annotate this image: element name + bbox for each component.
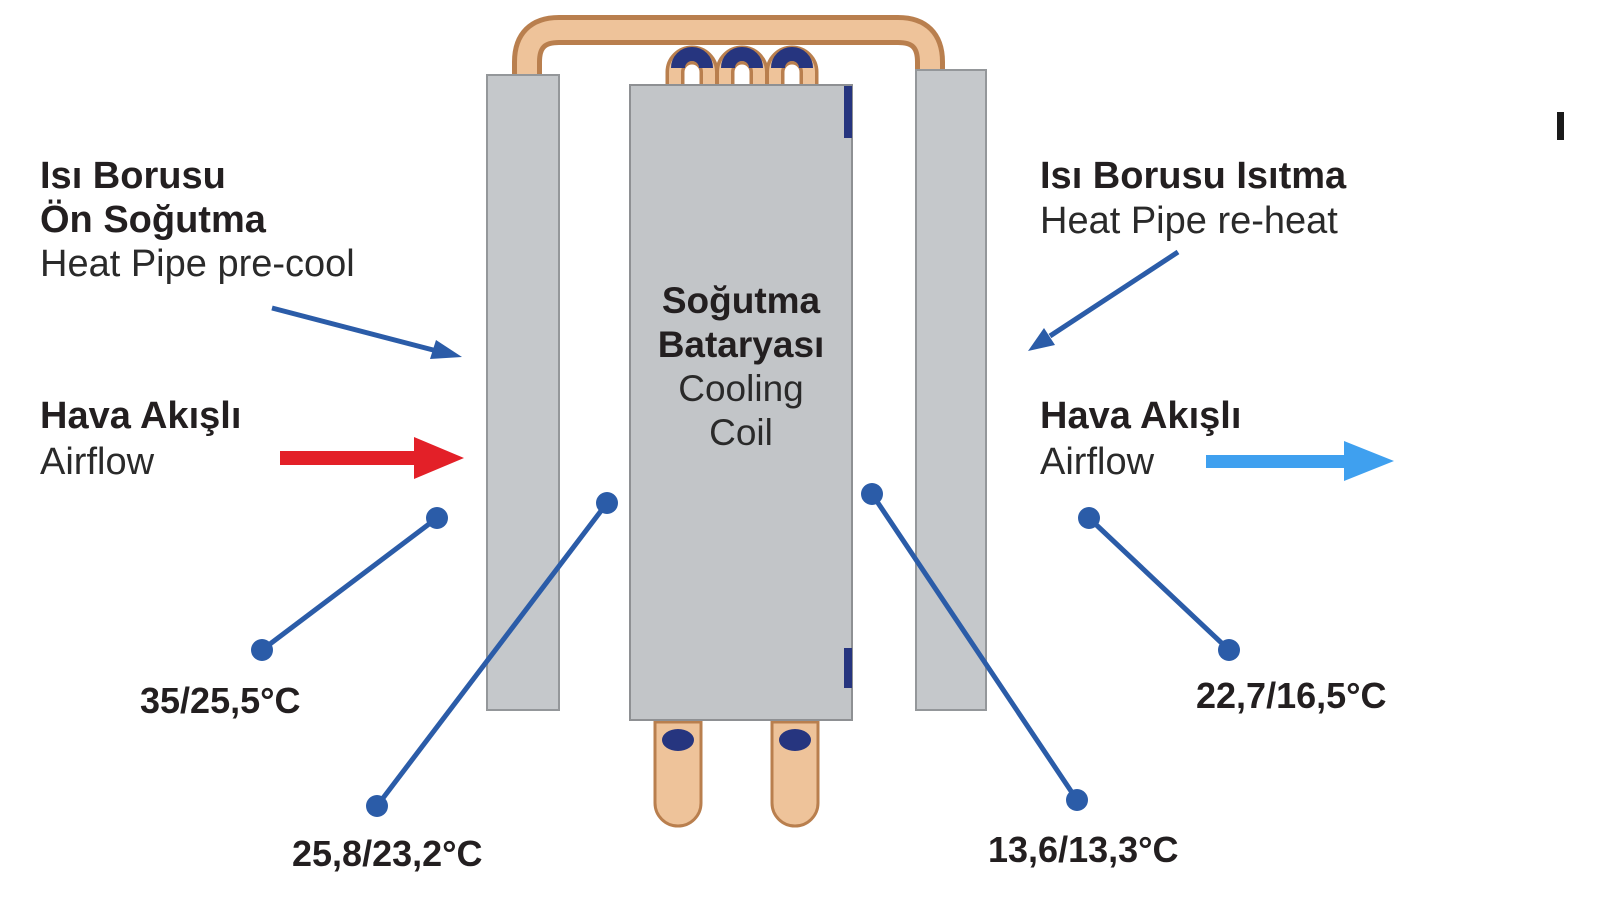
temp-after-coil-value: 13,6/13,3°C xyxy=(988,829,1179,870)
heat-pipe-loop xyxy=(517,20,940,92)
reheat-pointer-arrowhead xyxy=(1028,328,1055,351)
coil-bottom-tube xyxy=(770,720,820,828)
coil-header-strip-bottom xyxy=(844,648,852,688)
temp-callout-outlet: 22,7/16,5°C xyxy=(1078,507,1387,716)
coil-top-tubes xyxy=(665,45,819,96)
temp-callout-dot xyxy=(251,639,273,661)
airflow-in-arrow xyxy=(280,437,464,479)
precool-pointer-arrowhead xyxy=(430,340,462,359)
precool-label-line2: Ön Soğutma xyxy=(40,198,267,241)
reheat-label-line1: Isı Borusu Isıtma xyxy=(1040,155,1347,197)
temp-callout-dot xyxy=(1078,507,1100,529)
airflow-in-label-line2: Airflow xyxy=(40,441,155,483)
precool-pointer-line xyxy=(271,305,438,354)
temp-callout-line xyxy=(869,492,1080,802)
temp-callout-after-precool: 25,8/23,2°C xyxy=(292,492,618,874)
cooling-coil-body xyxy=(629,84,853,721)
airflow-out-arrowhead xyxy=(1344,441,1394,481)
coil-bottom-tube xyxy=(653,720,703,828)
temp-callout-inlet: 35/25,5°C xyxy=(140,507,448,721)
temp-callout-dot xyxy=(596,492,618,514)
reheat-label-line2: Heat Pipe re-heat xyxy=(1040,200,1338,242)
reheat-panel xyxy=(915,69,987,711)
airflow-in-arrow-shaft xyxy=(280,451,418,465)
temp-outlet-value: 22,7/16,5°C xyxy=(1196,675,1387,716)
temp-callout-after-coil: 13,6/13,3°C xyxy=(861,483,1179,870)
coil-bottom-tube-ring xyxy=(779,729,811,751)
airflow-in-label-line1: Hava Akışlı xyxy=(40,395,241,437)
coil-label-line3: Cooling xyxy=(678,368,803,409)
temp-callout-dot xyxy=(861,483,883,505)
temp-inlet-value: 35/25,5°C xyxy=(140,680,301,721)
temp-callout-dot xyxy=(366,795,388,817)
airflow-out-label-line1: Hava Akışlı xyxy=(1040,395,1241,437)
coil-label-line4: Coil xyxy=(709,412,773,453)
temp-callout-line xyxy=(260,516,439,652)
coil-tube-bend-cap xyxy=(721,47,763,69)
coil-header-strip-top xyxy=(844,86,852,138)
temp-callout-dot xyxy=(1066,789,1088,811)
coil-bottom-tubes xyxy=(653,720,820,828)
precool-panel xyxy=(486,74,560,711)
airflow-out-label-line2: Airflow xyxy=(1040,441,1155,483)
airflow-out-arrow xyxy=(1206,441,1394,481)
precool-label-line1: Isı Borusu xyxy=(40,155,226,197)
coil-tube-bend-cap xyxy=(671,47,713,69)
temp-callout-line xyxy=(1087,516,1231,652)
coil-bottom-tube-ring xyxy=(662,729,694,751)
coil-label-line1: Soğutma xyxy=(662,280,821,321)
coil-label-line2: Bataryası xyxy=(658,324,825,365)
temp-callout-dot xyxy=(426,507,448,529)
airflow-out-arrow-shaft xyxy=(1206,455,1346,468)
temp-callout-dot xyxy=(1218,639,1240,661)
temp-after-precool-value: 25,8/23,2°C xyxy=(292,833,483,874)
reheat-pointer-line xyxy=(1048,249,1180,339)
coil-tube-bend-cap xyxy=(771,47,813,69)
precool-label-line3: Heat Pipe pre-cool xyxy=(40,243,355,285)
temp-callout-line xyxy=(375,501,609,808)
airflow-in-arrowhead xyxy=(414,437,464,479)
edge-artifact xyxy=(1557,112,1564,140)
